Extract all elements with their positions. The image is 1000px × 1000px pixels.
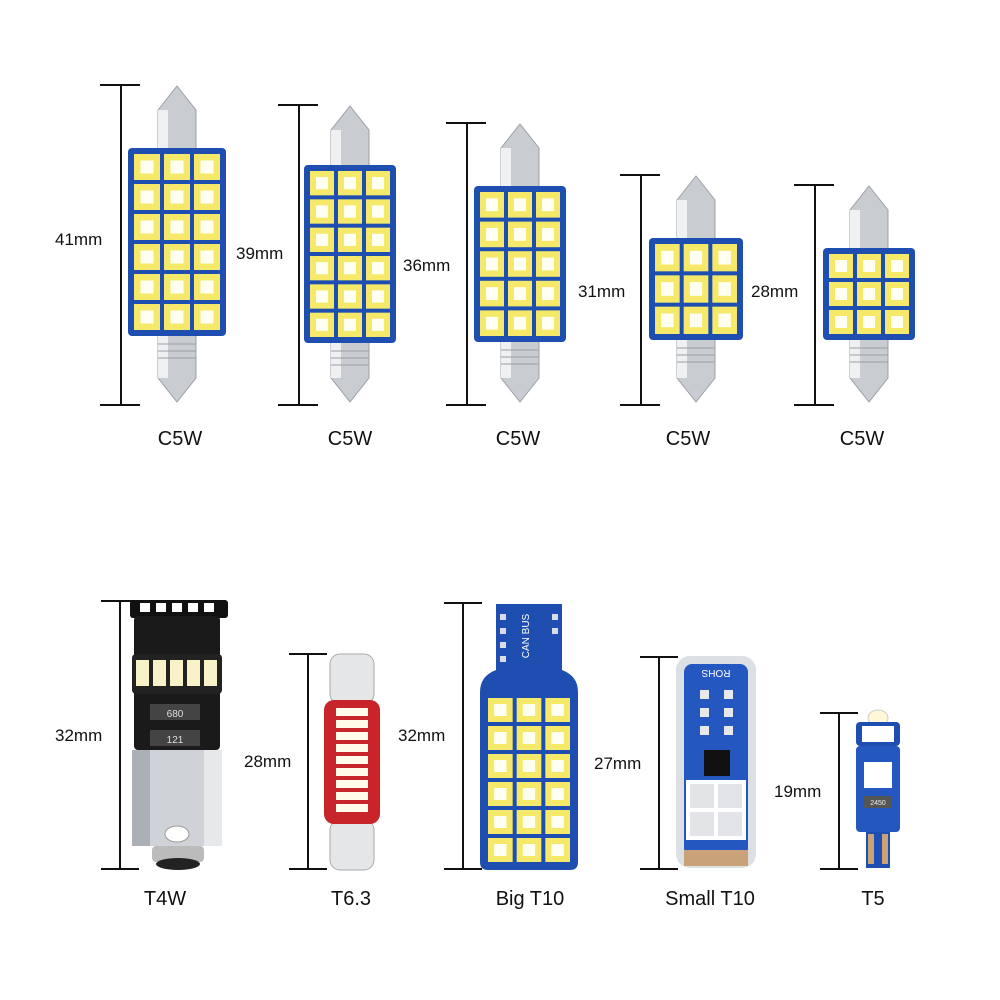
dimension-cap-top xyxy=(620,174,660,176)
big-t10-bulb-image: CAN BUS xyxy=(480,604,578,870)
festoon-bulb-image xyxy=(649,175,743,403)
festoon-bulb-image xyxy=(128,85,226,403)
dimension-label: 32mm xyxy=(398,726,446,745)
dimension-label: 31mm xyxy=(578,282,626,301)
bulb-type-label: T5 xyxy=(861,888,885,910)
dimension-line xyxy=(814,184,816,406)
dimension-label: 28mm xyxy=(244,752,292,771)
dimension-cap-top xyxy=(289,653,327,655)
dimension-cap-top xyxy=(100,84,140,86)
dimension-cap-bottom xyxy=(444,868,482,870)
dimension-cap-top xyxy=(794,184,834,186)
small-t10-bulb-image: ROHS xyxy=(676,656,756,868)
dimension-cap-top xyxy=(446,122,486,124)
chip-label: 121 xyxy=(167,735,184,746)
board-text: ROHS xyxy=(701,667,730,678)
dimension-line xyxy=(307,653,309,870)
dimension-cap-bottom xyxy=(620,404,660,406)
dimension-cap-bottom xyxy=(101,868,139,870)
festoon-bulb-image xyxy=(474,123,566,403)
dimension-line xyxy=(838,712,840,870)
bulb-type-label: Small T10 xyxy=(665,888,755,910)
bulb-type-label: C5W xyxy=(495,428,541,450)
dimension-line xyxy=(298,104,300,406)
festoon-bulb-image xyxy=(823,185,915,403)
dimension-cap-bottom xyxy=(820,868,858,870)
dimension-cap-top xyxy=(278,104,318,106)
dimension-line xyxy=(462,602,464,870)
dimension-line xyxy=(640,174,642,406)
dimension-label: 41mm xyxy=(55,230,103,249)
dimension-cap-bottom xyxy=(446,404,486,406)
t4w-bulb-image: 680 121 xyxy=(130,600,228,870)
bulb-type-label: C5W xyxy=(157,428,203,450)
dimension-cap-top xyxy=(820,712,858,714)
t6-3-bulb-image xyxy=(324,653,380,871)
dimension-cap-top xyxy=(640,656,678,658)
dimension-line xyxy=(466,122,468,406)
dimension-line xyxy=(120,84,122,406)
board-text: CAN BUS xyxy=(521,613,532,658)
bulb-type-label: T6.3 xyxy=(330,888,372,910)
dimension-label: 39mm xyxy=(236,244,284,263)
dimension-cap-top xyxy=(444,602,482,604)
dimension-line xyxy=(119,600,121,870)
chip-label: 680 xyxy=(167,709,184,720)
dimension-cap-bottom xyxy=(640,868,678,870)
bulb-type-label: C5W xyxy=(665,428,711,450)
dimension-cap-bottom xyxy=(278,404,318,406)
bulb-type-label: T4W xyxy=(143,888,187,910)
dimension-cap-bottom xyxy=(289,868,327,870)
dimension-label: 32mm xyxy=(55,726,103,745)
dimension-cap-bottom xyxy=(100,404,140,406)
dimension-label: 19mm xyxy=(774,782,822,801)
chip-label: 2450 xyxy=(870,800,886,807)
t5-bulb-image: 2450 xyxy=(856,709,900,868)
dimension-line xyxy=(658,656,660,870)
dimension-label: 36mm xyxy=(403,256,451,275)
dimension-cap-top xyxy=(101,600,139,602)
bulb-type-label: C5W xyxy=(327,428,373,450)
dimension-cap-bottom xyxy=(794,404,834,406)
bulb-type-label: Big T10 xyxy=(495,888,565,910)
dimension-label: 28mm xyxy=(751,282,799,301)
bulb-type-label: C5W xyxy=(839,428,885,450)
festoon-bulb-image xyxy=(304,105,396,403)
dimension-label: 27mm xyxy=(594,754,642,773)
